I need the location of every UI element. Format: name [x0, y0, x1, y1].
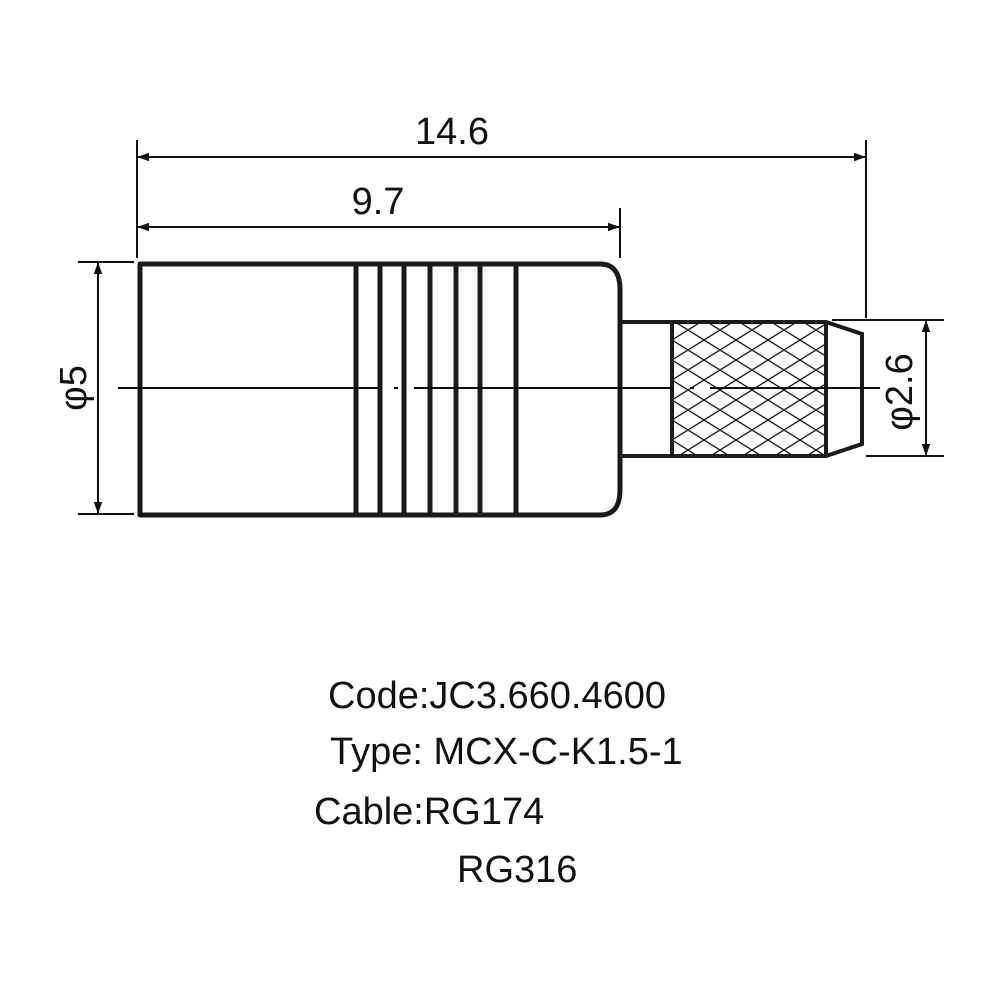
- extension-lines: [78, 140, 944, 515]
- ferrule-diameter-label: φ2.6: [879, 353, 921, 430]
- spec-code: Code:JC3.660.4600: [328, 675, 667, 717]
- spec-cable-alt: RG316: [457, 849, 578, 891]
- dimension-lines: [93, 152, 931, 514]
- body-diameter-label: φ5: [53, 365, 95, 411]
- overall-length-label: 14.6: [415, 111, 489, 153]
- spec-type: Type: MCX-C-K1.5-1: [330, 731, 683, 773]
- body-length-label: 9.7: [352, 181, 405, 223]
- connector-body: [137, 261, 623, 518]
- spec-cable: Cable:RG174: [314, 791, 545, 833]
